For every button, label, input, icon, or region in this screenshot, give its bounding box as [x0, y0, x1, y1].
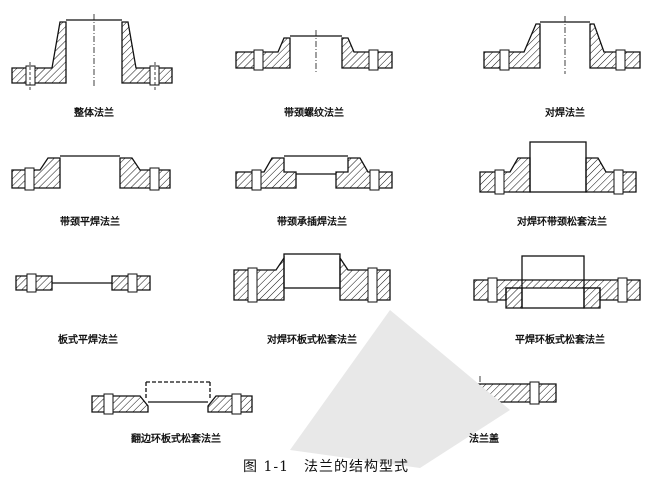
- label-lap-flared: 翻边环板式松套法兰: [131, 434, 221, 445]
- label-weld-neck: 对焊法兰: [545, 108, 585, 119]
- label-lap-weld-ring: 对焊环板式松套法兰: [267, 335, 357, 346]
- label-slip-on-hub: 带颈平焊法兰: [60, 217, 120, 228]
- integral-flange-drawing: [11, 14, 173, 90]
- label-plate-slip-on: 板式平焊法兰: [58, 335, 118, 346]
- blind-flange-drawing: [403, 376, 557, 410]
- lap-flat-ring-flange-drawing: [473, 255, 641, 309]
- label-integral: 整体法兰: [74, 108, 114, 119]
- label-threaded: 带颈螺纹法兰: [284, 108, 344, 119]
- plate-slip-on-flange-drawing: [15, 273, 151, 293]
- threaded-flange-drawing: [235, 30, 393, 74]
- lap-flared-flange-drawing: [91, 381, 253, 415]
- lap-ring-hub-flange-drawing: [479, 141, 637, 195]
- weld-neck-flange-drawing: [483, 16, 641, 74]
- label-blind: 法兰盖: [469, 434, 499, 445]
- figure-caption: 图 1-1 法兰的结构型式: [243, 459, 409, 475]
- label-lap-flat-ring: 平焊环板式松套法兰: [515, 335, 605, 346]
- label-lap-ring-hub: 对焊环带颈松套法兰: [517, 217, 607, 228]
- socket-weld-flange-drawing: [235, 155, 393, 191]
- lap-weld-ring-flange-drawing: [233, 253, 391, 303]
- slip-on-hub-flange-drawing: [11, 155, 171, 191]
- label-socket-weld: 带颈承插焊法兰: [277, 217, 347, 228]
